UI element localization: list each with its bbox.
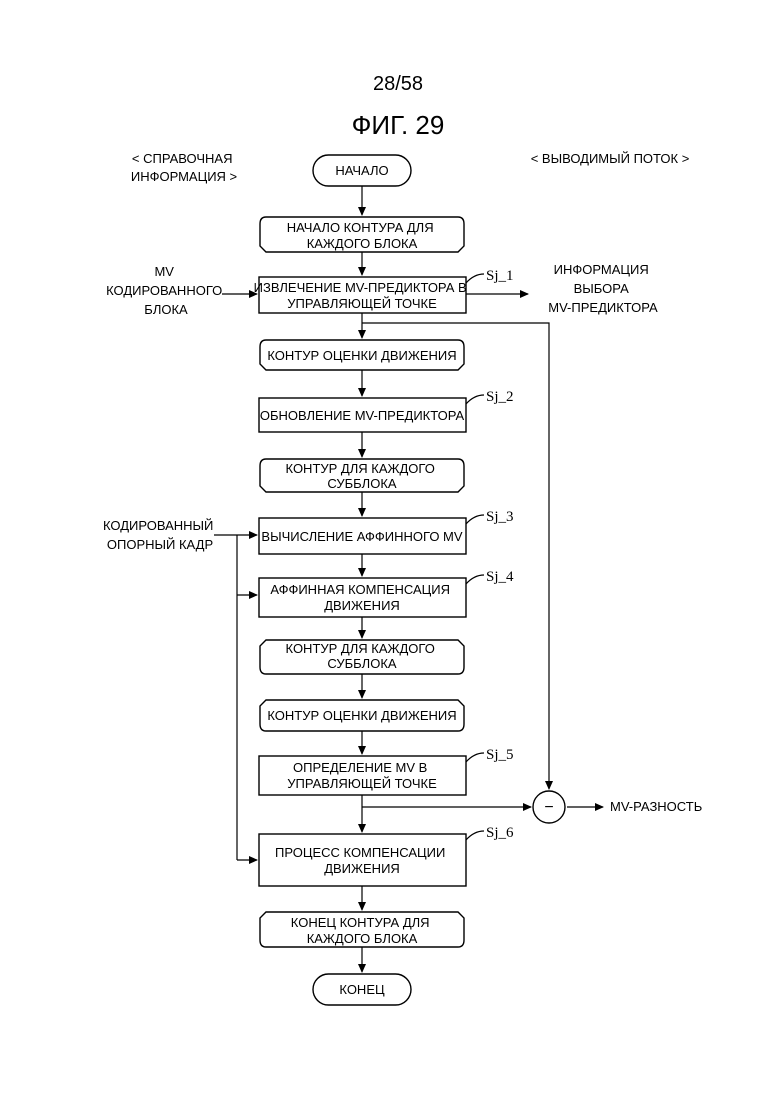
coded-ref-frame-label: КОДИРОВАННЫЙ ОПОРНЫЙ КАДР <box>103 518 217 552</box>
loop-block-end-label: КОНЕЦ КОНТУРА ДЛЯ КАЖДОГО БЛОКА <box>291 915 433 946</box>
sj3-label: ВЫЧИСЛЕНИЕ АФФИННОГО MV <box>261 529 462 544</box>
sj5-leader <box>466 753 484 762</box>
mv-difference-label: MV-РАЗНОСТЬ <box>610 799 702 814</box>
sj2-step-label: Sj_2 <box>486 389 514 405</box>
sj3-step-label: Sj_3 <box>486 509 514 525</box>
sj6-leader <box>466 831 484 840</box>
loop-block-start-label: НАЧАЛО КОНТУРА ДЛЯ КАЖДОГО БЛОКА <box>287 220 437 251</box>
sj4-step-label: Sj_4 <box>486 569 514 585</box>
sj4-leader <box>466 575 484 584</box>
coded-mv-label: MV КОДИРОВАННОГО БЛОКА <box>106 264 226 317</box>
loop-me-end-label: КОНТУР ОЦЕНКИ ДВИЖЕНИЯ <box>267 708 456 723</box>
end-label: КОНЕЦ <box>339 982 385 997</box>
sj2-label: ОБНОВЛЕНИЕ MV-ПРЕДИКТОРА <box>260 408 465 423</box>
sj3-leader <box>466 515 484 524</box>
sj2-leader <box>466 395 484 404</box>
sj1-step-label: Sj_1 <box>486 268 514 284</box>
output-stream-label: < ВЫВОДИМЫЙ ПОТОК > <box>531 151 690 166</box>
reference-info-label: < СПРАВОЧНАЯ ИНФОРМАЦИЯ > <box>131 151 237 184</box>
sj6-step-label: Sj_6 <box>486 825 514 841</box>
loop-me-start-label: КОНТУР ОЦЕНКИ ДВИЖЕНИЯ <box>267 348 456 363</box>
minus-sign: − <box>544 799 553 816</box>
sj6-box <box>259 834 466 886</box>
sj5-step-label: Sj_5 <box>486 747 514 763</box>
page-number: 28/58 <box>373 73 423 95</box>
figure-title: ФИГ. 29 <box>352 110 445 140</box>
sj5-label: ОПРЕДЕЛЕНИЕ MV В УПРАВЛЯЮЩЕЙ ТОЧКЕ <box>287 760 437 791</box>
start-label: НАЧАЛО <box>335 163 388 178</box>
predictor-selection-info-label: ИНФОРМАЦИЯ ВЫБОРА MV-ПРЕДИКТОРА <box>548 262 658 315</box>
